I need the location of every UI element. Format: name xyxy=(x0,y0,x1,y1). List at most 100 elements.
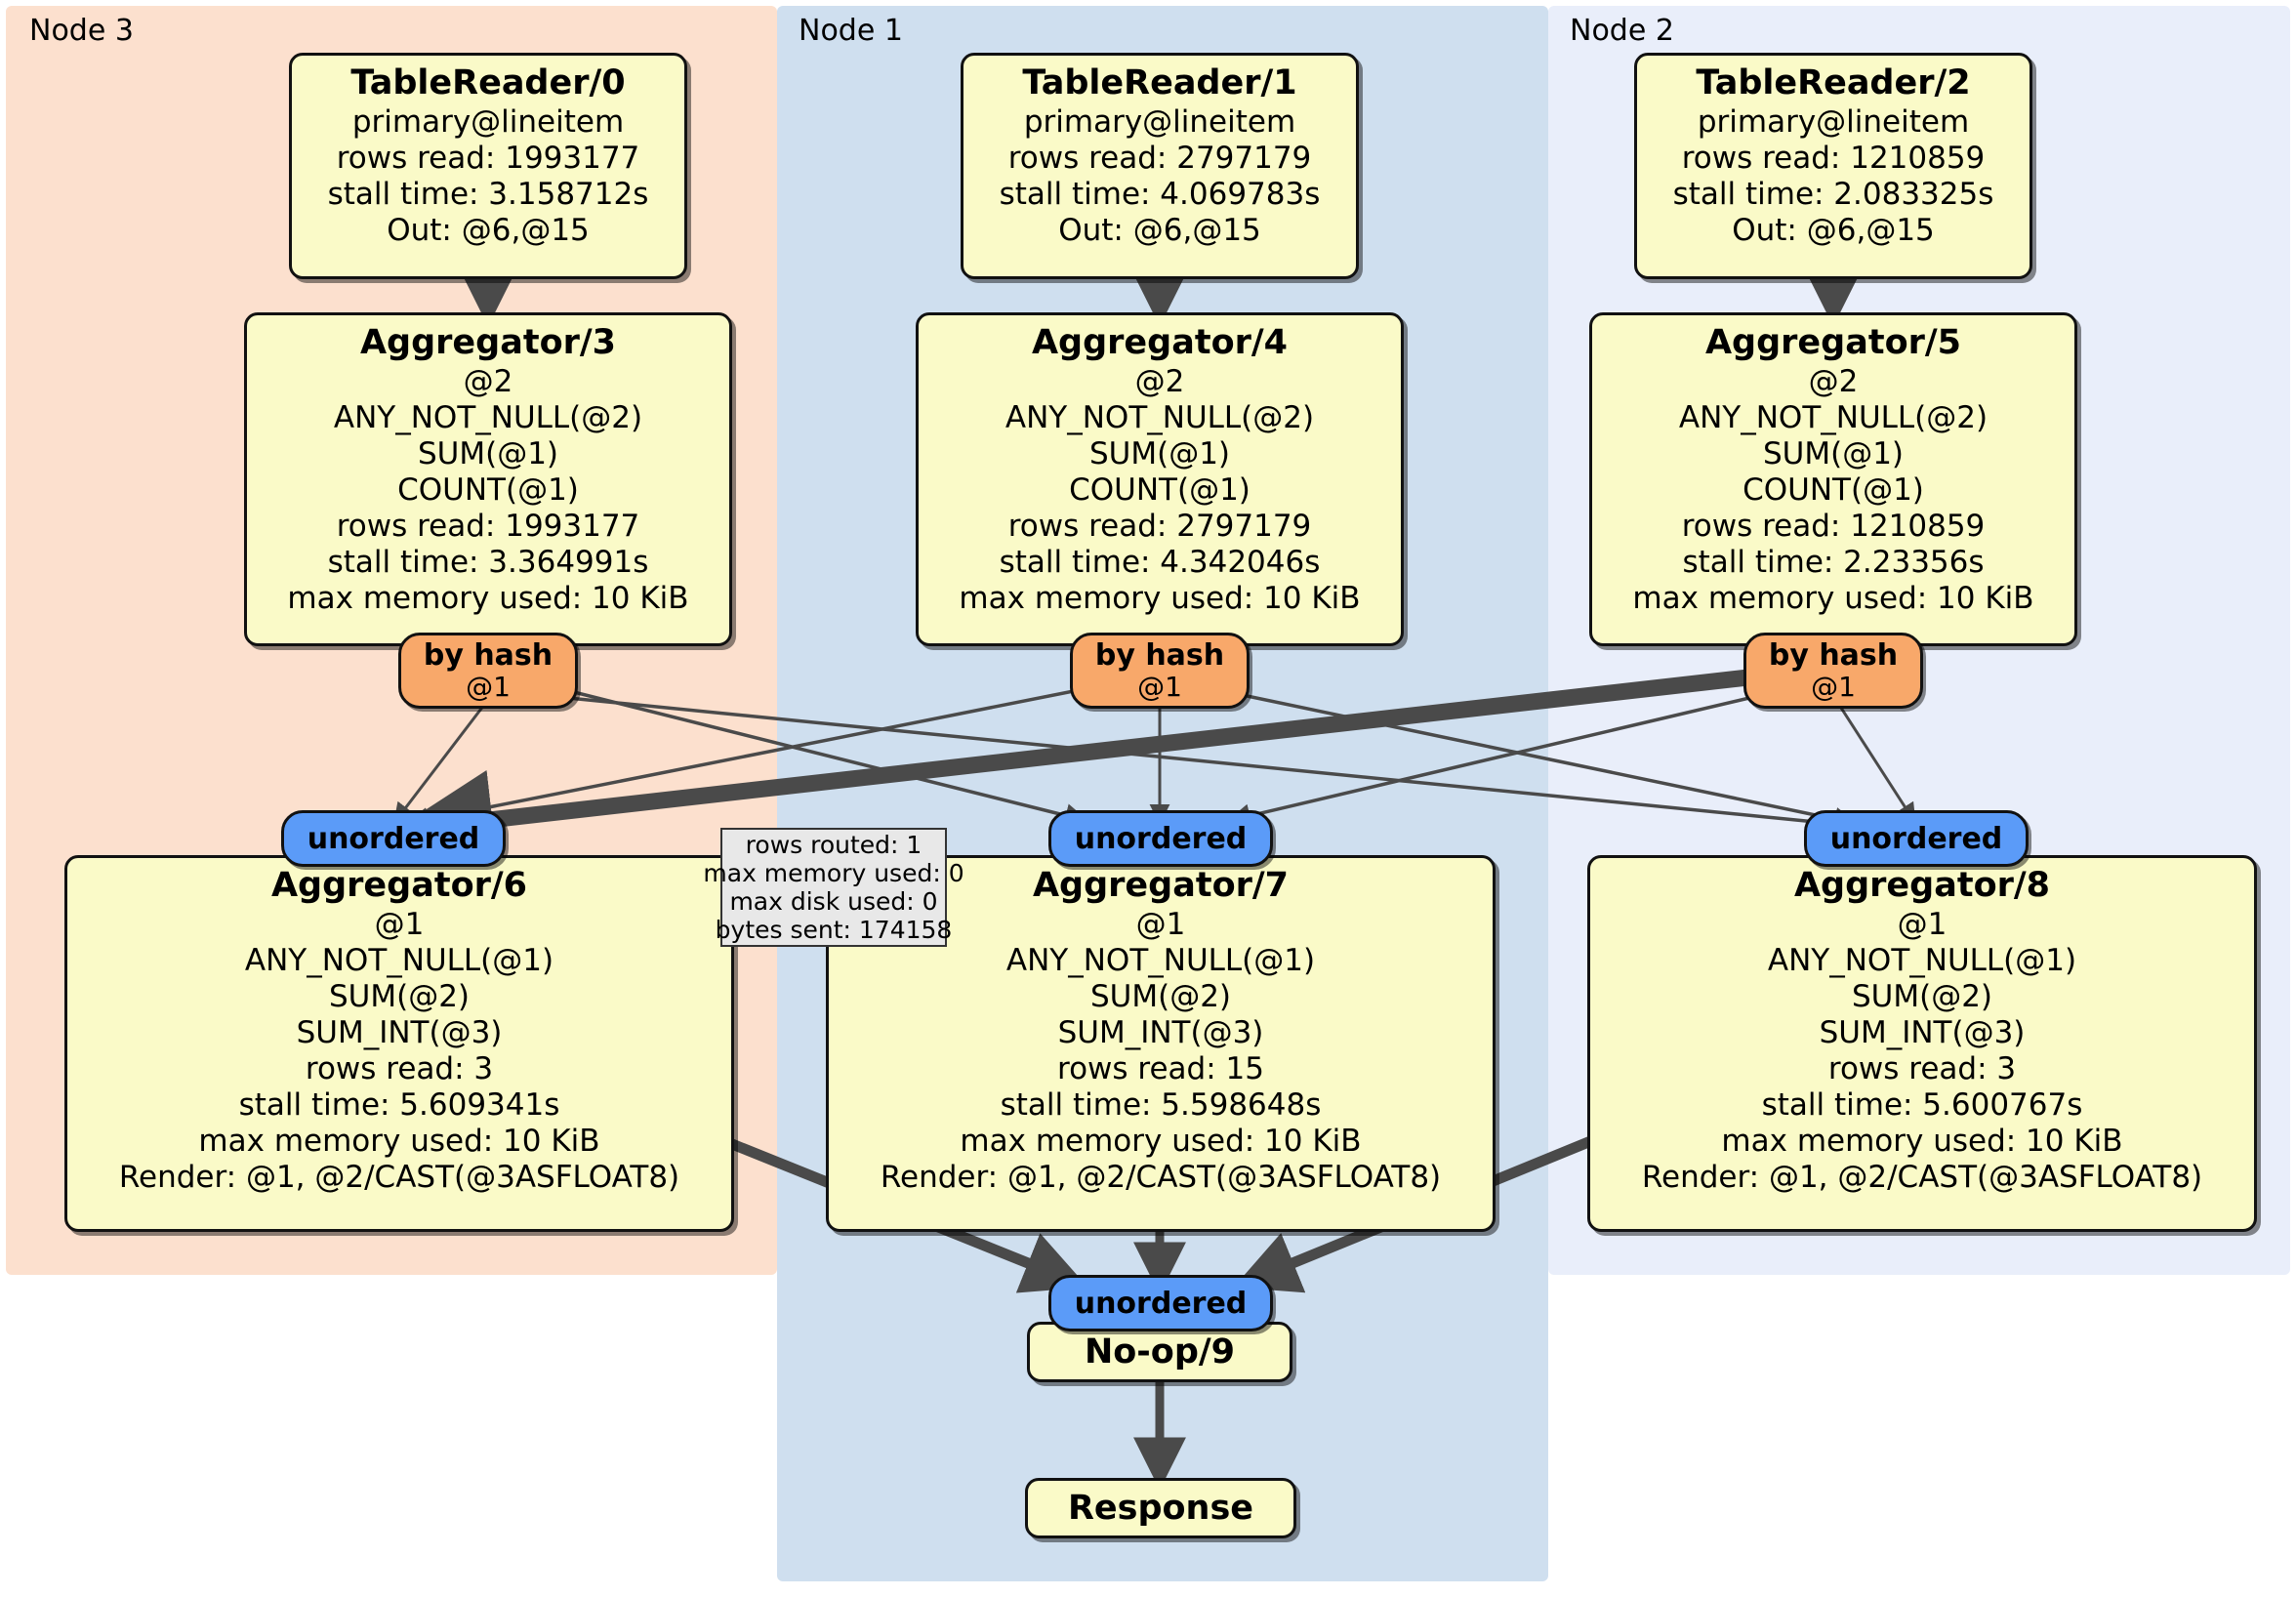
node-detail-line: rows read: 1993177 xyxy=(336,141,640,176)
node-detail-line: ANY_NOT_NULL(@2) xyxy=(1004,400,1315,435)
node-detail-line: SUM_INT(@3) xyxy=(296,1015,503,1050)
node-detail-line: Render: @1, @2/CAST(@3ASFLOAT8) xyxy=(880,1160,1442,1195)
node-detail-line: SUM_INT(@3) xyxy=(1819,1015,2026,1050)
node-detail-line: Out: @6,@15 xyxy=(1058,213,1261,248)
router-label: unordered xyxy=(307,821,480,856)
node-detail-line: SUM_INT(@3) xyxy=(1057,1015,1264,1050)
node-detail-line: rows read: 3 xyxy=(305,1051,494,1086)
node-detail-line: rows read: 1210859 xyxy=(1681,509,1986,544)
stat-line: max disk used: 0 xyxy=(729,887,938,916)
node-detail-line: SUM(@2) xyxy=(1851,979,1993,1014)
node-detail-line: @1 xyxy=(1135,907,1186,942)
node-detail-line: COUNT(@1) xyxy=(1742,472,1924,508)
node-detail-line: rows read: 1210859 xyxy=(1681,141,1986,176)
node-detail-line: ANY_NOT_NULL(@1) xyxy=(1767,943,2077,978)
node-title: Aggregator/6 xyxy=(270,866,528,905)
node-title: Response xyxy=(1067,1489,1254,1528)
node-detail-line: max memory used: 10 KiB xyxy=(1721,1124,2123,1159)
node-title: TableReader/0 xyxy=(350,63,626,102)
node-detail-line: SUM(@1) xyxy=(1762,436,1905,471)
node-detail-line: rows read: 1993177 xyxy=(336,509,640,544)
router-label: by hash xyxy=(1094,637,1225,673)
node-detail-line: stall time: 2.083325s xyxy=(1672,177,1994,212)
node-detail-line: rows read: 3 xyxy=(1827,1051,2017,1086)
node-detail-line: max memory used: 10 KiB xyxy=(960,1124,1362,1159)
router-unordered-node1[interactable]: unordered xyxy=(1048,810,1273,867)
router-label: unordered xyxy=(1829,821,2003,856)
node-region-label-node1: Node 1 xyxy=(799,14,903,48)
node-detail-line: rows read: 2797179 xyxy=(1007,509,1312,544)
node-tablereader-0[interactable]: TableReader/0 primary@lineitem rows read… xyxy=(289,53,687,279)
node-tablereader-1[interactable]: TableReader/1 primary@lineitem rows read… xyxy=(961,53,1359,279)
router-by-hash-node1[interactable]: by hash @1 xyxy=(1070,633,1250,709)
node-aggregator-3[interactable]: Aggregator/3 @2 ANY_NOT_NULL(@2) SUM(@1)… xyxy=(244,312,732,646)
router-unordered-node3[interactable]: unordered xyxy=(281,810,506,867)
node-detail-line: primary@lineitem xyxy=(1023,104,1296,140)
node-detail-line: @1 xyxy=(374,907,425,942)
node-detail-line: stall time: 5.598648s xyxy=(1000,1087,1322,1123)
node-detail-line: @2 xyxy=(1808,364,1859,399)
router-label: unordered xyxy=(1074,821,1248,856)
node-detail-line: stall time: 3.158712s xyxy=(327,177,649,212)
node-tablereader-2[interactable]: TableReader/2 primary@lineitem rows read… xyxy=(1634,53,2032,279)
node-detail-line: max memory used: 10 KiB xyxy=(1632,581,2034,616)
router-column: @1 xyxy=(1811,670,1856,703)
node-detail-line: primary@lineitem xyxy=(1697,104,1970,140)
node-detail-line: Out: @6,@15 xyxy=(387,213,590,248)
router-column: @1 xyxy=(1137,670,1182,703)
node-detail-line: max memory used: 10 KiB xyxy=(959,581,1361,616)
node-aggregator-5[interactable]: Aggregator/5 @2 ANY_NOT_NULL(@2) SUM(@1)… xyxy=(1589,312,2077,646)
router-label: unordered xyxy=(1074,1286,1248,1321)
router-unordered-final[interactable]: unordered xyxy=(1048,1275,1273,1331)
stat-line: bytes sent: 174158 xyxy=(715,916,953,944)
node-title: No-op/9 xyxy=(1084,1332,1236,1372)
router-label: by hash xyxy=(423,637,554,673)
node-detail-line: rows read: 15 xyxy=(1057,1051,1264,1086)
node-detail-line: primary@lineitem xyxy=(351,104,625,140)
node-detail-line: Out: @6,@15 xyxy=(1732,213,1935,248)
edge-hash2-unord2 xyxy=(1837,704,1916,825)
router-by-hash-node2[interactable]: by hash @1 xyxy=(1743,633,1923,709)
edge-hash1-unord2 xyxy=(1213,687,1859,832)
node-noop-9[interactable]: No-op/9 xyxy=(1027,1322,1292,1382)
node-aggregator-4[interactable]: Aggregator/4 @2 ANY_NOT_NULL(@2) SUM(@1)… xyxy=(916,312,1404,646)
node-detail-line: ANY_NOT_NULL(@2) xyxy=(1678,400,1988,435)
node-detail-line: stall time: 5.600767s xyxy=(1761,1087,2083,1123)
router-unordered-node2[interactable]: unordered xyxy=(1804,810,2029,867)
node-detail-line: COUNT(@1) xyxy=(397,472,579,508)
node-detail-line: stall time: 3.364991s xyxy=(327,545,649,580)
edge-hash2-unord3 xyxy=(392,665,1784,870)
node-detail-line: stall time: 4.342046s xyxy=(999,545,1321,580)
node-title: Aggregator/8 xyxy=(1793,866,2051,905)
node-detail-line: SUM(@1) xyxy=(417,436,559,471)
edge-hash2-unord1 xyxy=(1226,687,1787,828)
router-label: by hash xyxy=(1768,637,1899,673)
node-region-label-node3: Node 3 xyxy=(29,14,134,48)
node-aggregator-8[interactable]: Aggregator/8 @1 ANY_NOT_NULL(@1) SUM(@2)… xyxy=(1587,855,2257,1232)
node-detail-line: SUM(@2) xyxy=(328,979,471,1014)
node-detail-line: max memory used: 10 KiB xyxy=(287,581,689,616)
node-detail-line: SUM(@2) xyxy=(1089,979,1232,1014)
node-detail-line: ANY_NOT_NULL(@1) xyxy=(1005,943,1316,978)
node-title: TableReader/1 xyxy=(1022,63,1297,102)
node-detail-line: stall time: 2.23356s xyxy=(1682,545,1985,580)
node-detail-line: stall time: 5.609341s xyxy=(238,1087,560,1123)
edge-hash3-unord2 xyxy=(538,693,1851,836)
stream-stats-tooltip: rows routed: 1 max memory used: 0 max di… xyxy=(703,828,964,947)
node-detail-line: @2 xyxy=(463,364,513,399)
edge-hash1-unord3 xyxy=(404,681,1114,832)
stat-line: max memory used: 0 xyxy=(703,859,964,887)
router-column: @1 xyxy=(466,670,511,703)
node-region-label-node2: Node 2 xyxy=(1570,14,1674,48)
node-response[interactable]: Response xyxy=(1025,1478,1296,1538)
node-aggregator-6[interactable]: Aggregator/6 @1 ANY_NOT_NULL(@1) SUM(@2)… xyxy=(64,855,734,1232)
router-by-hash-node3[interactable]: by hash @1 xyxy=(398,633,578,709)
node-detail-line: @2 xyxy=(1134,364,1185,399)
node-detail-line: Render: @1, @2/CAST(@3ASFLOAT8) xyxy=(1641,1160,2203,1195)
node-detail-line: stall time: 4.069783s xyxy=(999,177,1321,212)
node-title: Aggregator/3 xyxy=(359,323,617,362)
node-aggregator-7[interactable]: Aggregator/7 @1 ANY_NOT_NULL(@1) SUM(@2)… xyxy=(826,855,1496,1232)
node-detail-line: COUNT(@1) xyxy=(1069,472,1250,508)
node-detail-line: max memory used: 10 KiB xyxy=(198,1124,600,1159)
